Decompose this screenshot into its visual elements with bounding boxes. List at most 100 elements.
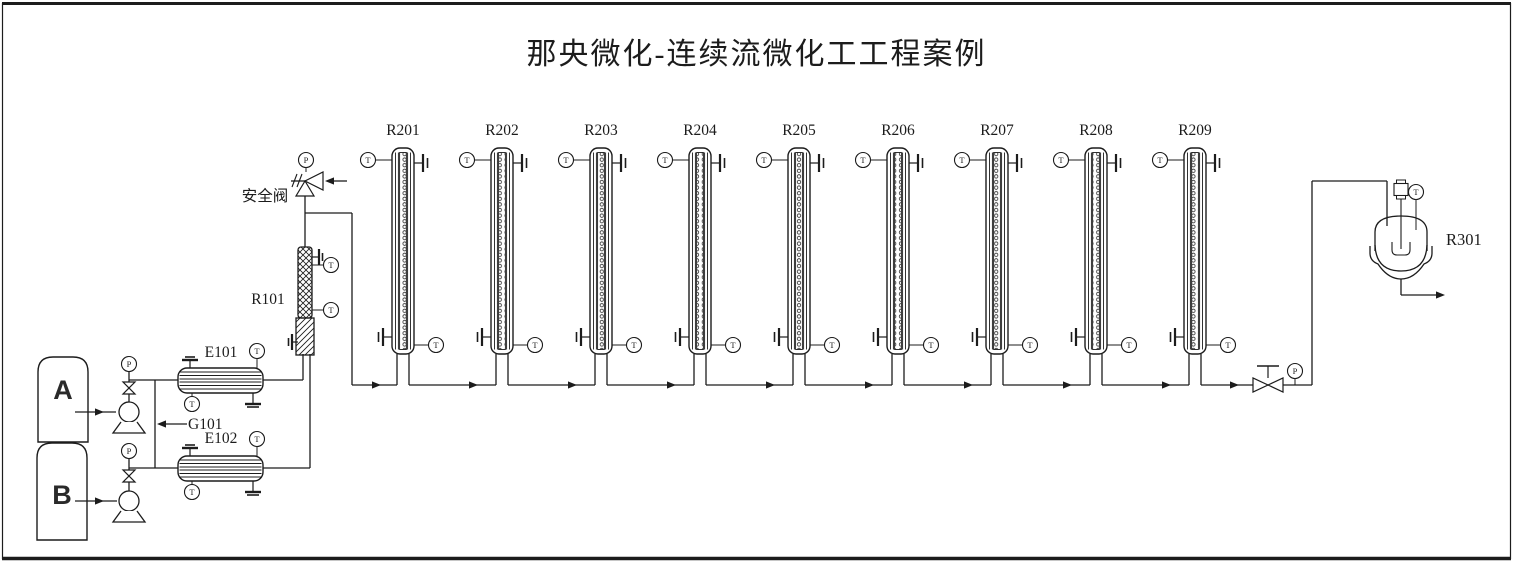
safety-valve-label: 安全阀: [241, 188, 289, 205]
pre-reactor-column: [287, 246, 324, 356]
flow-arrow-icon: [865, 381, 874, 389]
heat-exchanger: [177, 356, 264, 408]
reactor-column: [375, 147, 429, 385]
svg-text:P: P: [127, 359, 132, 369]
pressure-indicator: P: [1286, 362, 1304, 380]
temperature-indicator: T: [359, 151, 377, 169]
svg-text:T: T: [563, 155, 569, 165]
svg-text:T: T: [1225, 340, 1231, 350]
temperature-indicator: T: [427, 336, 445, 354]
reactor-label: R204: [683, 122, 717, 139]
reactor-label: R203: [584, 122, 618, 139]
svg-text:T: T: [829, 340, 835, 350]
reactor-label: R207: [980, 122, 1014, 139]
temperature-indicator: T: [248, 430, 266, 448]
stirred-reactor-label: R301: [1446, 230, 1482, 249]
flow-arrow-icon: [95, 408, 104, 416]
svg-text:T: T: [860, 155, 866, 165]
svg-text:T: T: [328, 305, 334, 315]
temperature-indicator: T: [1052, 151, 1070, 169]
reactor-label: R201: [386, 122, 420, 139]
temperature-indicator: T: [922, 336, 940, 354]
pre-reactor-label: R101: [251, 291, 285, 308]
svg-text:T: T: [631, 340, 637, 350]
exchanger-top-label: E101: [204, 344, 238, 361]
temperature-indicator: T: [953, 151, 971, 169]
temperature-indicator: T: [625, 336, 643, 354]
svg-text:T: T: [365, 155, 371, 165]
flow-arrow-icon: [1162, 381, 1171, 389]
valve-icon: [121, 381, 137, 395]
exchanger-bottom-label: E102: [204, 430, 238, 447]
svg-text:T: T: [1157, 155, 1163, 165]
heat-exchanger: [177, 444, 264, 496]
svg-text:T: T: [464, 155, 470, 165]
svg-text:T: T: [959, 155, 965, 165]
svg-text:T: T: [254, 434, 260, 444]
temperature-indicator: T: [1021, 336, 1039, 354]
pressure-indicator: P: [120, 442, 138, 460]
temperature-indicator: T: [823, 336, 841, 354]
temperature-indicator: T: [183, 483, 201, 501]
reactor-label: R205: [782, 122, 816, 139]
temperature-indicator: T: [755, 151, 773, 169]
svg-text:T: T: [730, 340, 736, 350]
svg-text:T: T: [1027, 340, 1033, 350]
flow-arrow-icon: [568, 381, 577, 389]
valve-icon: [1266, 377, 1284, 393]
flow-arrow-icon: [766, 381, 775, 389]
svg-text:T: T: [328, 260, 334, 270]
temperature-indicator: T: [1151, 151, 1169, 169]
feed-tank-b: [36, 442, 88, 541]
reactor-column: [870, 147, 924, 385]
temperature-indicator: T: [183, 395, 201, 413]
flow-arrow-icon: [469, 381, 478, 389]
svg-text:P: P: [1293, 366, 1298, 376]
temperature-indicator: T: [322, 301, 340, 319]
flow-arrow-icon: [1063, 381, 1072, 389]
gas-line-label: G101: [188, 416, 223, 433]
reactor-column: [1068, 147, 1122, 385]
safety-valve-icon: [294, 179, 316, 197]
temperature-indicator: T: [656, 151, 674, 169]
reactor-column: [672, 147, 726, 385]
pressure-indicator: P: [120, 355, 138, 373]
svg-text:T: T: [928, 340, 934, 350]
svg-text:T: T: [189, 487, 195, 497]
pressure-indicator: P: [297, 151, 315, 169]
reactor-column: [1167, 147, 1221, 385]
svg-text:T: T: [1126, 340, 1132, 350]
temperature-indicator: T: [526, 336, 544, 354]
svg-text:T: T: [1413, 187, 1419, 197]
break-mark: [296, 173, 303, 188]
svg-text:T: T: [532, 340, 538, 350]
svg-text:T: T: [1058, 155, 1064, 165]
temperature-indicator: T: [854, 151, 872, 169]
diagram-title: 那央微化-连续流微化工工程案例: [526, 38, 987, 71]
svg-text:P: P: [304, 155, 309, 165]
flow-arrow-icon: [95, 497, 104, 505]
temperature-indicator: T: [1407, 183, 1425, 201]
reactor-label: R208: [1079, 122, 1113, 139]
safety-valve-icon: [303, 171, 324, 191]
temperature-indicator: T: [557, 151, 575, 169]
temperature-indicator: T: [322, 256, 340, 274]
reactor-label: R202: [485, 122, 519, 139]
temperature-indicator: T: [724, 336, 742, 354]
svg-text:T: T: [662, 155, 668, 165]
temperature-indicator: T: [458, 151, 476, 169]
reactor-column: [474, 147, 528, 385]
flow-arrow-icon: [964, 381, 973, 389]
flow-arrow-icon: [667, 381, 676, 389]
break-mark: [291, 173, 298, 188]
svg-text:T: T: [254, 346, 260, 356]
reactor-label: R206: [881, 122, 915, 139]
flow-arrow-icon: [1436, 291, 1445, 299]
valve-icon: [1252, 377, 1270, 393]
reactor-column: [771, 147, 825, 385]
tank-b-letter: B: [52, 480, 72, 510]
flow-arrow-icon: [372, 381, 381, 389]
svg-text:T: T: [189, 399, 195, 409]
